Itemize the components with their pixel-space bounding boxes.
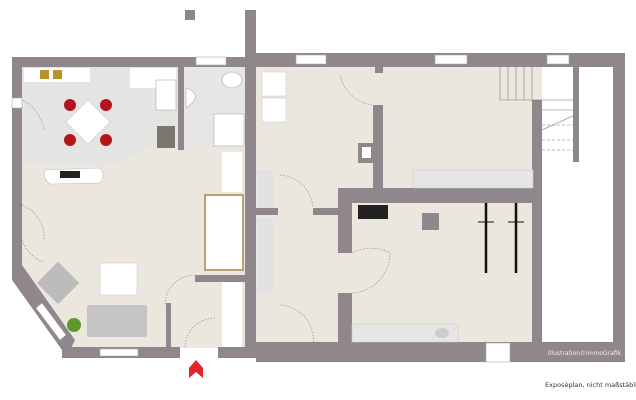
pillar <box>422 213 439 230</box>
kitchen-counter <box>24 68 177 148</box>
entrance-arrow-icon <box>189 360 203 378</box>
hall-furniture <box>257 71 534 293</box>
bathroom-fixtures <box>185 71 245 147</box>
bicycles <box>478 203 524 273</box>
doors <box>21 74 391 349</box>
chimney <box>362 147 371 158</box>
tv-sideboard <box>43 167 104 185</box>
staircase <box>499 67 579 162</box>
dining-table <box>64 99 112 146</box>
kitchen-tile-edge <box>22 147 150 165</box>
storage-furniture <box>351 205 459 343</box>
living-furniture <box>36 152 244 347</box>
plan-footnote: Exposéplan, nicht maßstäblich <box>545 381 636 389</box>
windows <box>11 54 570 363</box>
illustration-credit: Illustration©immoGrafik <box>548 350 622 357</box>
